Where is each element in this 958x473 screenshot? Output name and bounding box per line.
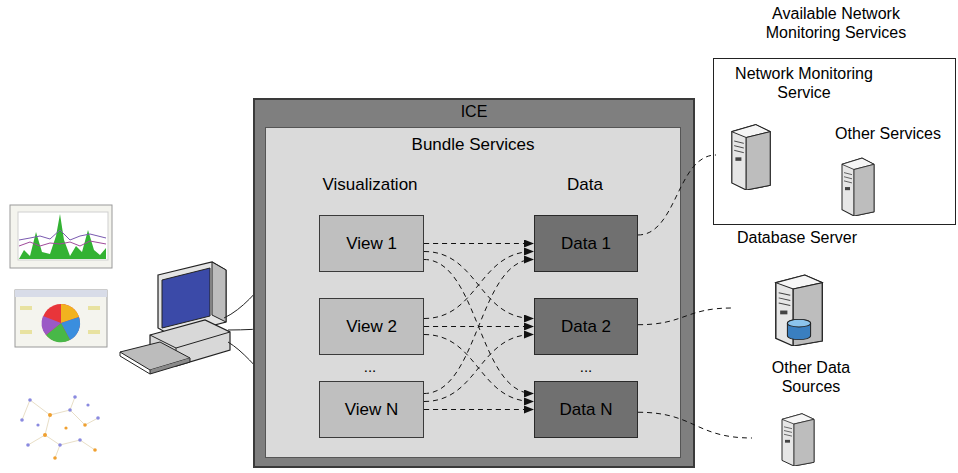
- box-label: Data 1: [561, 234, 611, 254]
- dashed-connector: [424, 335, 533, 402]
- dashed-connector: [638, 308, 732, 325]
- dashed-connector: [424, 252, 533, 319]
- network-graph-thumbnail: [22, 397, 98, 458]
- view-box: View 1: [319, 215, 424, 272]
- dashed-connector: [638, 155, 716, 235]
- server-icon: [778, 410, 818, 466]
- view-box: View N: [319, 381, 424, 438]
- dashed-connector: [424, 326, 533, 327]
- node-title: Other Data Sources: [752, 358, 870, 396]
- node-title: Available Network Monitoring Services: [746, 4, 926, 42]
- computer-icon: [120, 262, 230, 374]
- database-server-node: Database Server: [732, 226, 862, 348]
- pie-chart-thumbnail: [15, 290, 107, 347]
- node-title: ICE: [255, 102, 693, 121]
- server-node: Other Services: [822, 124, 954, 220]
- data-box: Data 2: [534, 298, 638, 355]
- data-source-node: Other Data Sources: [752, 358, 870, 470]
- dashed-connector: [424, 252, 533, 319]
- server-icon: [838, 154, 878, 216]
- ellipsis: ...: [350, 358, 390, 376]
- inner-container: Bundle ServicesView 1 View 2 View N Data 1 D…: [265, 127, 681, 458]
- column-heading: Data: [545, 175, 625, 195]
- column-heading: Visualization: [305, 175, 435, 195]
- outer-container: ICE Bundle ServicesView 1 View 2 View N Data…: [253, 98, 695, 468]
- node-title: Network Monitoring Service: [716, 64, 892, 102]
- data-box: Data N: [534, 381, 638, 438]
- box-label: View 2: [346, 317, 397, 337]
- ellipsis: ...: [566, 358, 606, 376]
- service-group: Available Network Monitoring ServicesNet…: [713, 58, 956, 225]
- node-title: Bundle Services: [266, 135, 680, 155]
- box-label: Data N: [560, 400, 613, 420]
- box-label: Data 2: [561, 317, 611, 337]
- dashed-connector: [638, 412, 752, 438]
- line-chart-thumbnail: [10, 205, 112, 268]
- box-label: View N: [345, 400, 399, 420]
- node-title: Other Services: [822, 124, 954, 143]
- dashed-connector: [424, 260, 533, 394]
- dashed-connector: [424, 335, 533, 402]
- network-graph-nodes: [20, 395, 100, 460]
- dashed-connector: [424, 409, 533, 410]
- data-box: Data 1: [534, 215, 638, 272]
- view-box: View 2: [319, 298, 424, 355]
- box-label: View 1: [346, 234, 397, 254]
- server-icon: [770, 270, 828, 346]
- dashed-connector: [424, 260, 533, 394]
- node-title: Database Server: [732, 228, 862, 247]
- server-icon: [727, 120, 775, 190]
- dashed-connector: [424, 243, 533, 244]
